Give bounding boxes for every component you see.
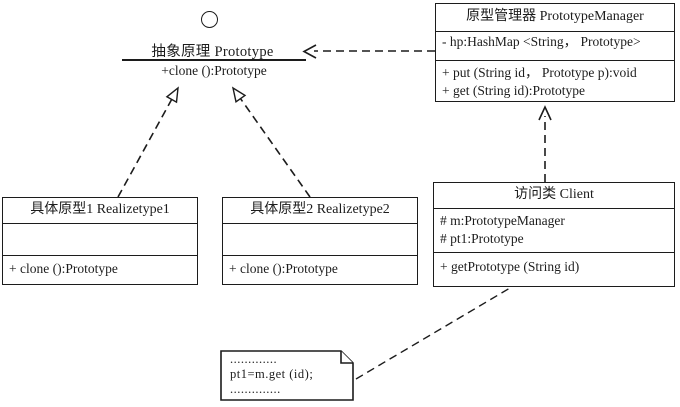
uml-note: ............. pt1=m.get (id); ..........… (220, 350, 354, 401)
note-line: pt1=m.get (id); (230, 367, 314, 381)
interface-lollipop-icon (201, 11, 218, 28)
class-realizetype1: 具体原型1 Realizetype1 + clone ():Prototype (2, 197, 198, 285)
note-shape (220, 350, 354, 401)
class-methods: + put (String id， Prototype p):void + ge… (436, 61, 674, 102)
realization-arrow-realizetype2 (231, 86, 311, 198)
note-text: ............. pt1=m.get (id); ..........… (230, 352, 348, 397)
dependency-arrow-manager-to-prototype (302, 44, 435, 59)
attribute: # m:PrototypeManager (440, 213, 565, 228)
class-title: 访问类 Client (434, 183, 674, 209)
method: + put (String id， Prototype p):void (442, 65, 637, 80)
attribute: # pt1:Prototype (440, 231, 524, 246)
class-title: 具体原型1 Realizetype1 (3, 198, 197, 224)
interface-operation: +clone ():Prototype (161, 63, 267, 78)
method: + getPrototype (String id) (440, 259, 580, 274)
interface-name: 抽象原理 Prototype (151, 44, 274, 60)
class-attributes-empty (223, 224, 417, 256)
note-line: .............. (230, 382, 281, 396)
realization-arrow-realizetype1 (117, 86, 179, 198)
interface-divider (122, 59, 306, 61)
note-line: ............. (230, 352, 278, 366)
class-prototype-manager: 原型管理器 PrototypeManager - hp:HashMap <Str… (435, 3, 675, 102)
method: + clone ():Prototype (9, 261, 118, 276)
class-title: 原型管理器 PrototypeManager (436, 4, 674, 32)
dependency-arrow-client-to-manager (538, 105, 552, 182)
class-realizetype2: 具体原型2 Realizetype2 + clone ():Prototype (222, 197, 418, 285)
class-client: 访问类 Client # m:PrototypeManager # pt1:Pr… (433, 182, 675, 287)
class-methods: + clone ():Prototype (223, 256, 417, 280)
method: + clone ():Prototype (229, 261, 338, 276)
class-methods: + getPrototype (String id) (434, 253, 674, 278)
class-methods: + clone ():Prototype (3, 256, 197, 280)
method: + get (String id):Prototype (442, 83, 585, 98)
class-title: 具体原型2 Realizetype2 (223, 198, 417, 224)
class-attributes: # m:PrototypeManager # pt1:Prototype (434, 209, 674, 253)
class-attributes-empty (3, 224, 197, 256)
attribute: - hp:HashMap <String， Prototype> (442, 34, 641, 49)
class-attributes: - hp:HashMap <String， Prototype> (436, 32, 674, 61)
note-anchor-line (355, 287, 511, 380)
